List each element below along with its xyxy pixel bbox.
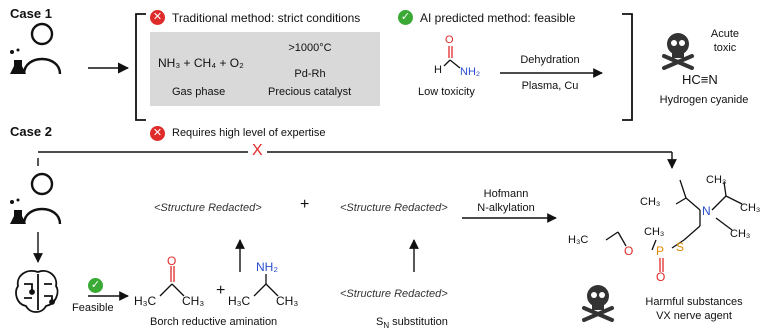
ai-toxicity: Low toxicity <box>418 86 475 98</box>
vx-lbl-ch3-b: CH₃ <box>730 228 751 240</box>
acetone-left: H₃C <box>134 294 157 308</box>
plus-sign: + <box>216 282 226 299</box>
formamide-oxygen: O <box>445 34 454 46</box>
amine-right: CH₃ <box>276 294 299 308</box>
vx-name-label: VX nerve agent <box>656 310 732 322</box>
redacted-structure-2: <Structure Redacted> <box>340 202 448 214</box>
vx-lbl-ch3-r1: CH₃ <box>640 196 661 208</box>
traditional-phase: Gas phase <box>172 86 226 98</box>
amine-nh2: NH₂ <box>256 260 278 274</box>
vx-lbl-ch3-top: CH₃ <box>706 174 727 186</box>
vx-lbl-o: O <box>624 244 634 258</box>
check-icon: ✓ <box>398 10 413 25</box>
hcn-formula: HC≡N <box>682 72 718 87</box>
cross-icon: ✕ <box>150 126 165 141</box>
formamide-h: H <box>434 64 442 76</box>
blocked-mark: X <box>248 142 267 160</box>
check-icon: ✓ <box>88 278 103 293</box>
vx-lbl-p: P <box>656 244 665 258</box>
right-bracket <box>622 13 633 121</box>
case1-label: Case 1 <box>10 6 52 21</box>
acetone-oxygen: O <box>167 254 177 268</box>
scientist-icon <box>10 22 62 75</box>
reaction-right-label: SN substitution <box>376 316 448 331</box>
traditional-box <box>150 32 380 106</box>
skull-crossbones-icon <box>582 285 614 322</box>
traditional-condition-top: >1000°C <box>288 42 332 54</box>
brain-circuit-icon <box>15 270 59 313</box>
tox-label-2: toxic <box>713 42 737 54</box>
traditional-header: Traditional method: strict conditions <box>172 11 361 25</box>
vx-lbl-s: S <box>676 240 685 254</box>
formamide-nh2: NH₂ <box>460 66 481 78</box>
vx-structure-skeleton <box>605 179 743 251</box>
ai-condition-top: Dehydration <box>520 54 580 66</box>
traditional-reactants: NH₃ + CH₄ + O₂ <box>158 56 244 70</box>
left-bracket <box>135 13 146 121</box>
redacted-structure-3: <Structure Redacted> <box>340 288 448 300</box>
reaction-left-label: Borch reductive amination <box>150 316 278 328</box>
feasible-label: Feasible <box>72 302 114 314</box>
hcn-name: Hydrogen cyanide <box>659 94 749 106</box>
traditional-catalyst: Precious catalyst <box>268 86 352 98</box>
skull-crossbones-icon <box>662 33 694 70</box>
ai-condition-bottom: Plasma, Cu <box>521 80 579 92</box>
vx-harmful-label: Harmful substances <box>645 296 743 308</box>
redacted-structure-1: <Structure Redacted> <box>154 202 262 214</box>
vx-lbl-ch3-p: CH₃ <box>644 226 665 238</box>
ai-header: AI predicted method: feasible <box>420 11 576 25</box>
step-label-1: Hofmann <box>483 188 529 200</box>
expertise-header: Requires high level of expertise <box>172 127 326 139</box>
plus-sign: + <box>300 196 310 213</box>
step-label-2: N-alkylation <box>477 202 535 214</box>
tox-label-1: Acute <box>710 28 740 40</box>
scientist-icon <box>10 172 62 225</box>
case2-label: Case 2 <box>10 124 52 139</box>
amine-left: H₃C <box>228 294 251 308</box>
vx-lbl-ch3-r2: CH₃ <box>740 202 761 214</box>
vx-lbl-h3c: H₃C <box>568 234 589 246</box>
acetone-right: CH₃ <box>182 294 205 308</box>
traditional-condition-bottom: Pd-Rh <box>294 68 326 80</box>
vx-lbl-n: N <box>702 204 711 218</box>
cross-icon: ✕ <box>150 10 165 25</box>
vx-lbl-odb: O <box>656 270 666 284</box>
